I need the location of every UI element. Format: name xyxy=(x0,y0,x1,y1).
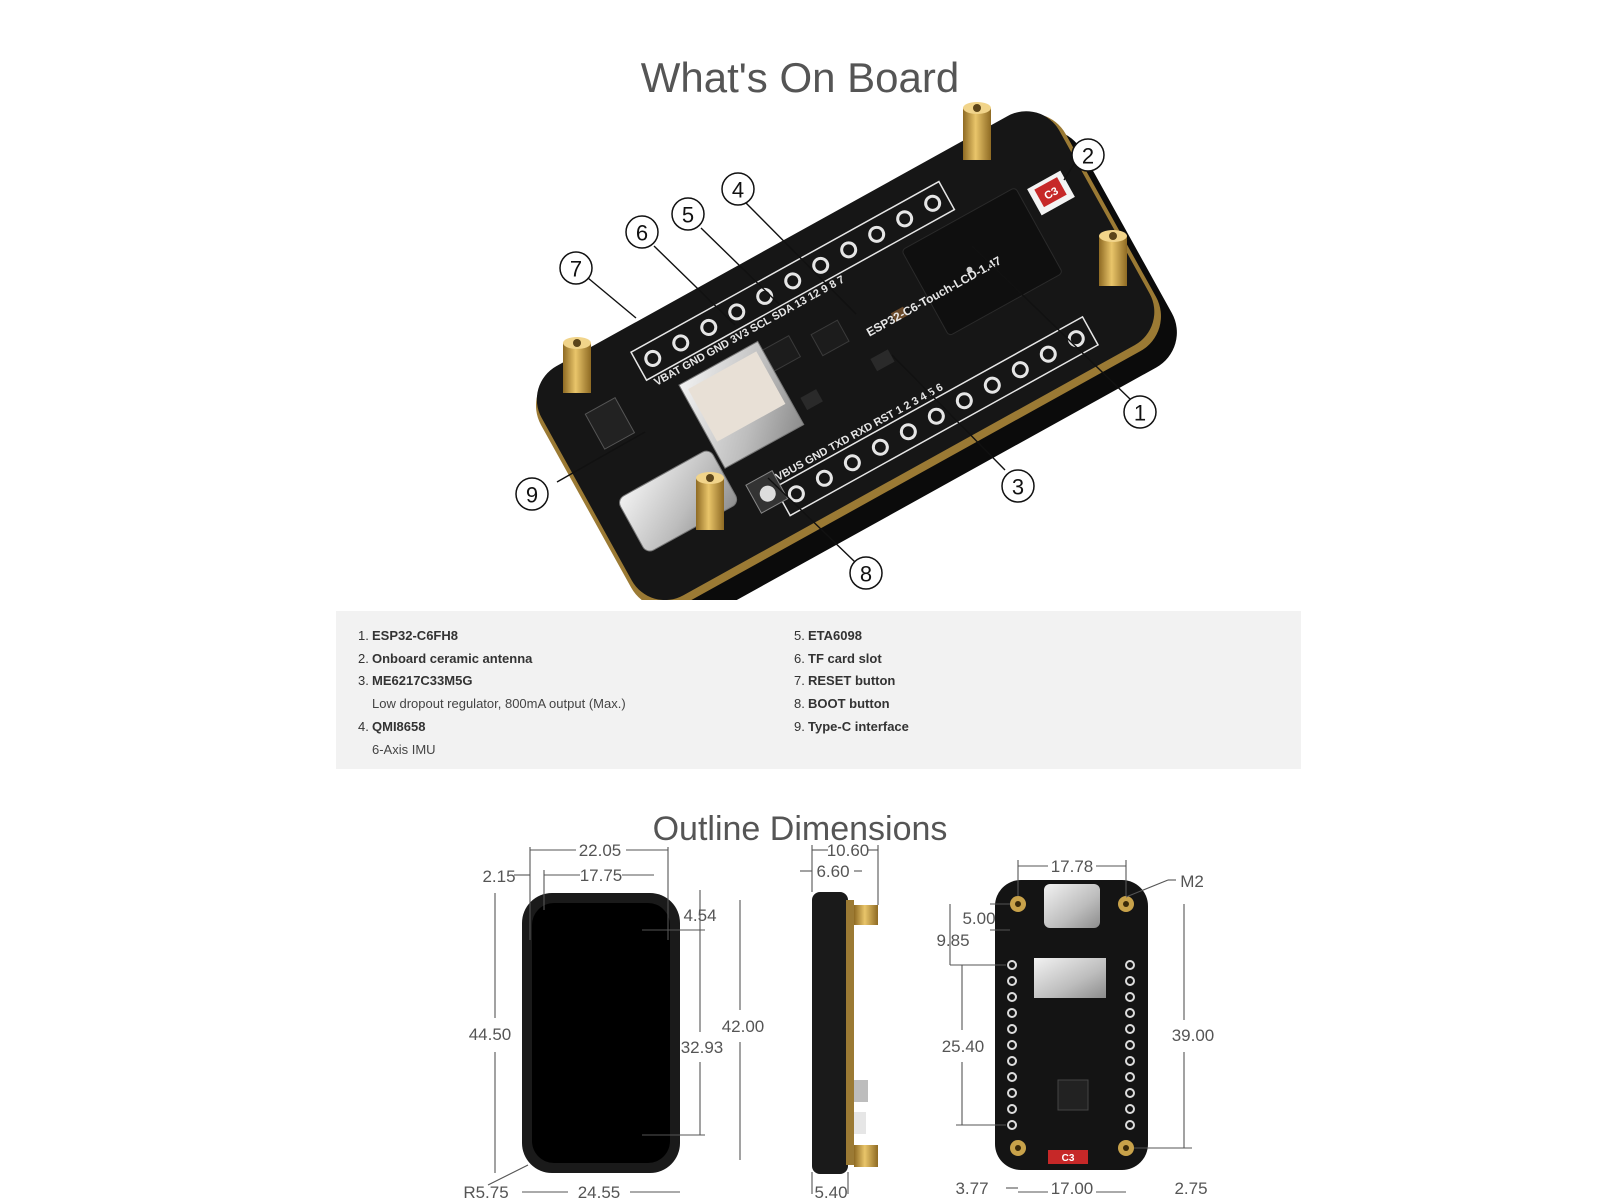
front-screen xyxy=(532,903,670,1163)
component-item: 3.ME6217C33M5G Low dropout regulator, 80… xyxy=(358,670,626,715)
ceramic-antenna: C3 xyxy=(1027,170,1075,216)
component-item: 7.RESET button xyxy=(794,670,909,693)
back-tf-slot xyxy=(1034,958,1106,998)
component-item: 8.BOOT button xyxy=(794,693,909,716)
item-description: 6-Axis IMU xyxy=(372,741,436,757)
section-title-dimensions: Outline Dimensions xyxy=(652,810,948,849)
item-number: 3. xyxy=(358,673,369,689)
svg-text:3: 3 xyxy=(1012,475,1024,500)
dim-front-screen-top: 4.54 xyxy=(683,906,716,925)
item-name: ESP32-C6FH8 xyxy=(372,628,458,643)
brass-standoffs xyxy=(563,102,1127,530)
callout-9: 9 xyxy=(515,477,549,511)
item-description: Low dropout regulator, 800mA output (Max… xyxy=(372,696,626,712)
item-name: Type-C interface xyxy=(808,718,909,734)
dim-front-width-bottom: 24.55 xyxy=(578,1183,621,1200)
front-bezel xyxy=(522,893,680,1173)
side-standoff-top xyxy=(854,905,878,925)
item-name: QMI8658 xyxy=(372,718,426,734)
svg-text:1: 1 xyxy=(1134,401,1146,426)
dim-front-bezel-side: 2.15 xyxy=(482,867,515,886)
back-pcb xyxy=(995,880,1148,1170)
callout-7: 7 xyxy=(559,251,593,285)
item-name: BOOT button xyxy=(808,696,890,712)
side-body xyxy=(812,892,848,1174)
callout-6: 6 xyxy=(625,215,659,249)
components-column-left: 1.ESP32-C6FH8 2.Onboard ceramic antenna … xyxy=(358,625,626,761)
page-title: What's On Board xyxy=(640,54,960,102)
svg-text:4: 4 xyxy=(732,178,744,203)
components-panel: 1.ESP32-C6FH8 2.Onboard ceramic antenna … xyxy=(336,611,1301,769)
component-item: 4.QMI8658 6-Axis IMU xyxy=(358,716,626,761)
item-name: ME6217C33M5G xyxy=(372,673,473,689)
item-number: 8. xyxy=(794,696,805,712)
item-number: 9. xyxy=(794,718,805,734)
dim-back-offset-a: 5.00 xyxy=(962,909,995,928)
antenna-label: C3 xyxy=(1042,185,1060,202)
dim-back-mount-hole: M2 xyxy=(1180,872,1204,891)
side-standoff-bottom xyxy=(854,1145,878,1167)
svg-text:7: 7 xyxy=(570,257,582,282)
svg-text:6: 6 xyxy=(636,221,648,246)
board-illustration: VBAT GND GND 3V3 SCL SDA 13 12 9 8 7 VBU… xyxy=(515,102,1177,600)
item-number: 4. xyxy=(358,718,369,734)
svg-text:5: 5 xyxy=(682,203,694,228)
component-item: 9.Type-C interface xyxy=(794,716,909,739)
dim-back-hole-span-top: 17.78 xyxy=(1051,857,1094,876)
callout-3: 3 xyxy=(1001,469,1035,503)
callout-leaders xyxy=(556,157,1131,563)
item-name: Onboard ceramic antenna xyxy=(372,650,533,666)
dim-back-edge-right: 2.75 xyxy=(1174,1179,1207,1198)
dim-back-hole-span-bottom: 17.00 xyxy=(1051,1179,1094,1198)
item-number: 7. xyxy=(794,673,805,689)
back-view: C3 17.78 M2 5.00 9.85 25.40 39.00 3.77 1… xyxy=(936,857,1214,1198)
dim-front-corner-radius: R5.75 xyxy=(463,1183,508,1200)
dim-side-depth-body: 6.60 xyxy=(816,862,849,881)
front-view: 22.05 17.75 2.15 4.54 44.50 42.00 32.93 … xyxy=(463,841,764,1200)
callout-markers: 1 2 3 4 5 6 7 8 9 xyxy=(515,138,1157,590)
back-antenna-label: C3 xyxy=(1062,1153,1075,1164)
item-number: 2. xyxy=(358,650,369,666)
components-column-right: 5.ETA6098 6.TF card slot 7.RESET button … xyxy=(794,625,909,739)
back-usb-c xyxy=(1044,884,1100,928)
esp32-module xyxy=(902,188,1062,336)
svg-text:8: 8 xyxy=(860,562,872,587)
side-view: 10.60 6.60 5.40 xyxy=(800,841,879,1200)
callout-8: 8 xyxy=(849,556,883,590)
component-item: 6.TF card slot xyxy=(794,648,909,671)
callout-5: 5 xyxy=(671,197,705,231)
item-number: 6. xyxy=(794,650,805,666)
dim-front-width-screen: 17.75 xyxy=(580,866,623,885)
item-number: 1. xyxy=(358,628,369,643)
item-name: RESET button xyxy=(808,673,896,689)
dim-front-height-overall: 44.50 xyxy=(469,1025,512,1044)
dim-front-height-screen: 32.93 xyxy=(681,1038,724,1057)
dim-front-height-active: 42.00 xyxy=(722,1017,765,1036)
rst-button xyxy=(584,396,636,450)
dim-side-depth-bottom: 5.40 xyxy=(814,1183,847,1200)
component-item: 2.Onboard ceramic antenna xyxy=(358,648,626,671)
component-item: 5.ETA6098 xyxy=(794,625,909,648)
dim-back-hole-span-vertical: 39.00 xyxy=(1172,1026,1215,1045)
svg-text:9: 9 xyxy=(526,483,538,508)
callout-4: 4 xyxy=(721,172,755,206)
component-item: 1.ESP32-C6FH8 xyxy=(358,625,626,648)
header-top-row xyxy=(630,180,956,382)
dim-back-edge-left: 3.77 xyxy=(955,1179,988,1198)
item-name: TF card slot xyxy=(808,650,882,666)
callout-1: 1 xyxy=(1123,395,1157,429)
svg-text:2: 2 xyxy=(1082,144,1094,169)
dim-back-offset-b: 9.85 xyxy=(936,931,969,950)
imu-chip xyxy=(810,319,850,357)
item-name: ETA6098 xyxy=(808,628,862,643)
dim-back-header-length: 25.40 xyxy=(942,1037,985,1056)
callout-2: 2 xyxy=(1071,138,1105,172)
item-number: 5. xyxy=(794,628,805,643)
